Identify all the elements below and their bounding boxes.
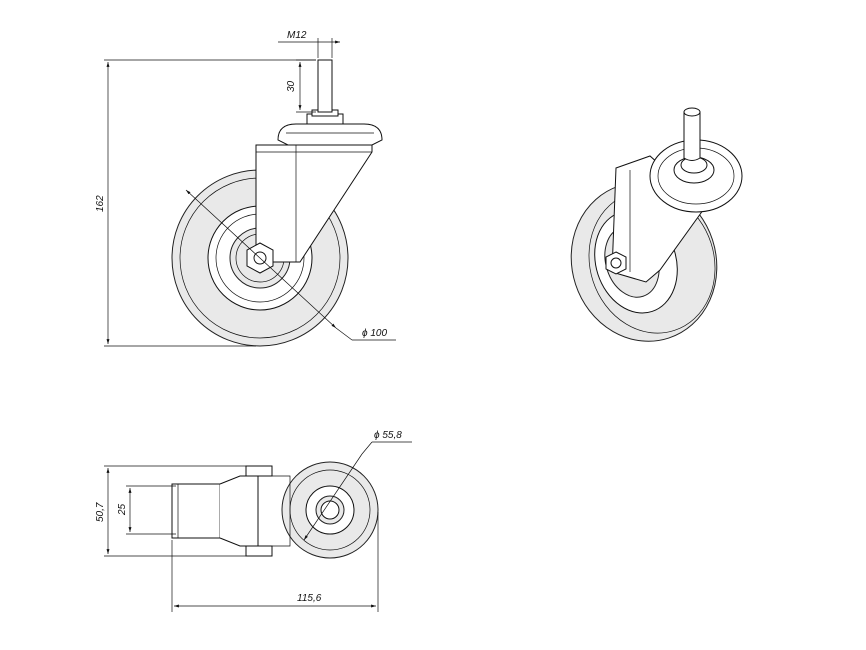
wheel-width-label: 25 bbox=[117, 503, 128, 516]
top-view: ϕ 55,8 50,7 25 115,6 bbox=[95, 430, 412, 612]
wheel-diameter-label: ϕ 100 bbox=[362, 328, 387, 339]
swivel-plate bbox=[277, 123, 383, 146]
total-length-label: 115,6 bbox=[297, 593, 322, 604]
stem-length-label: 30 bbox=[286, 80, 297, 92]
thread-size-label: M12 bbox=[287, 30, 307, 41]
isometric-view bbox=[570, 107, 743, 342]
side-view: M12 30 162 ϕ 100 bbox=[95, 30, 396, 347]
outer-width-label: 50,7 bbox=[95, 502, 106, 522]
hub-diameter-label: ϕ 55,8 bbox=[374, 430, 402, 441]
threaded-stem bbox=[317, 59, 333, 113]
total-height-label: 162 bbox=[95, 195, 106, 212]
iso-threaded-stem bbox=[683, 111, 701, 161]
